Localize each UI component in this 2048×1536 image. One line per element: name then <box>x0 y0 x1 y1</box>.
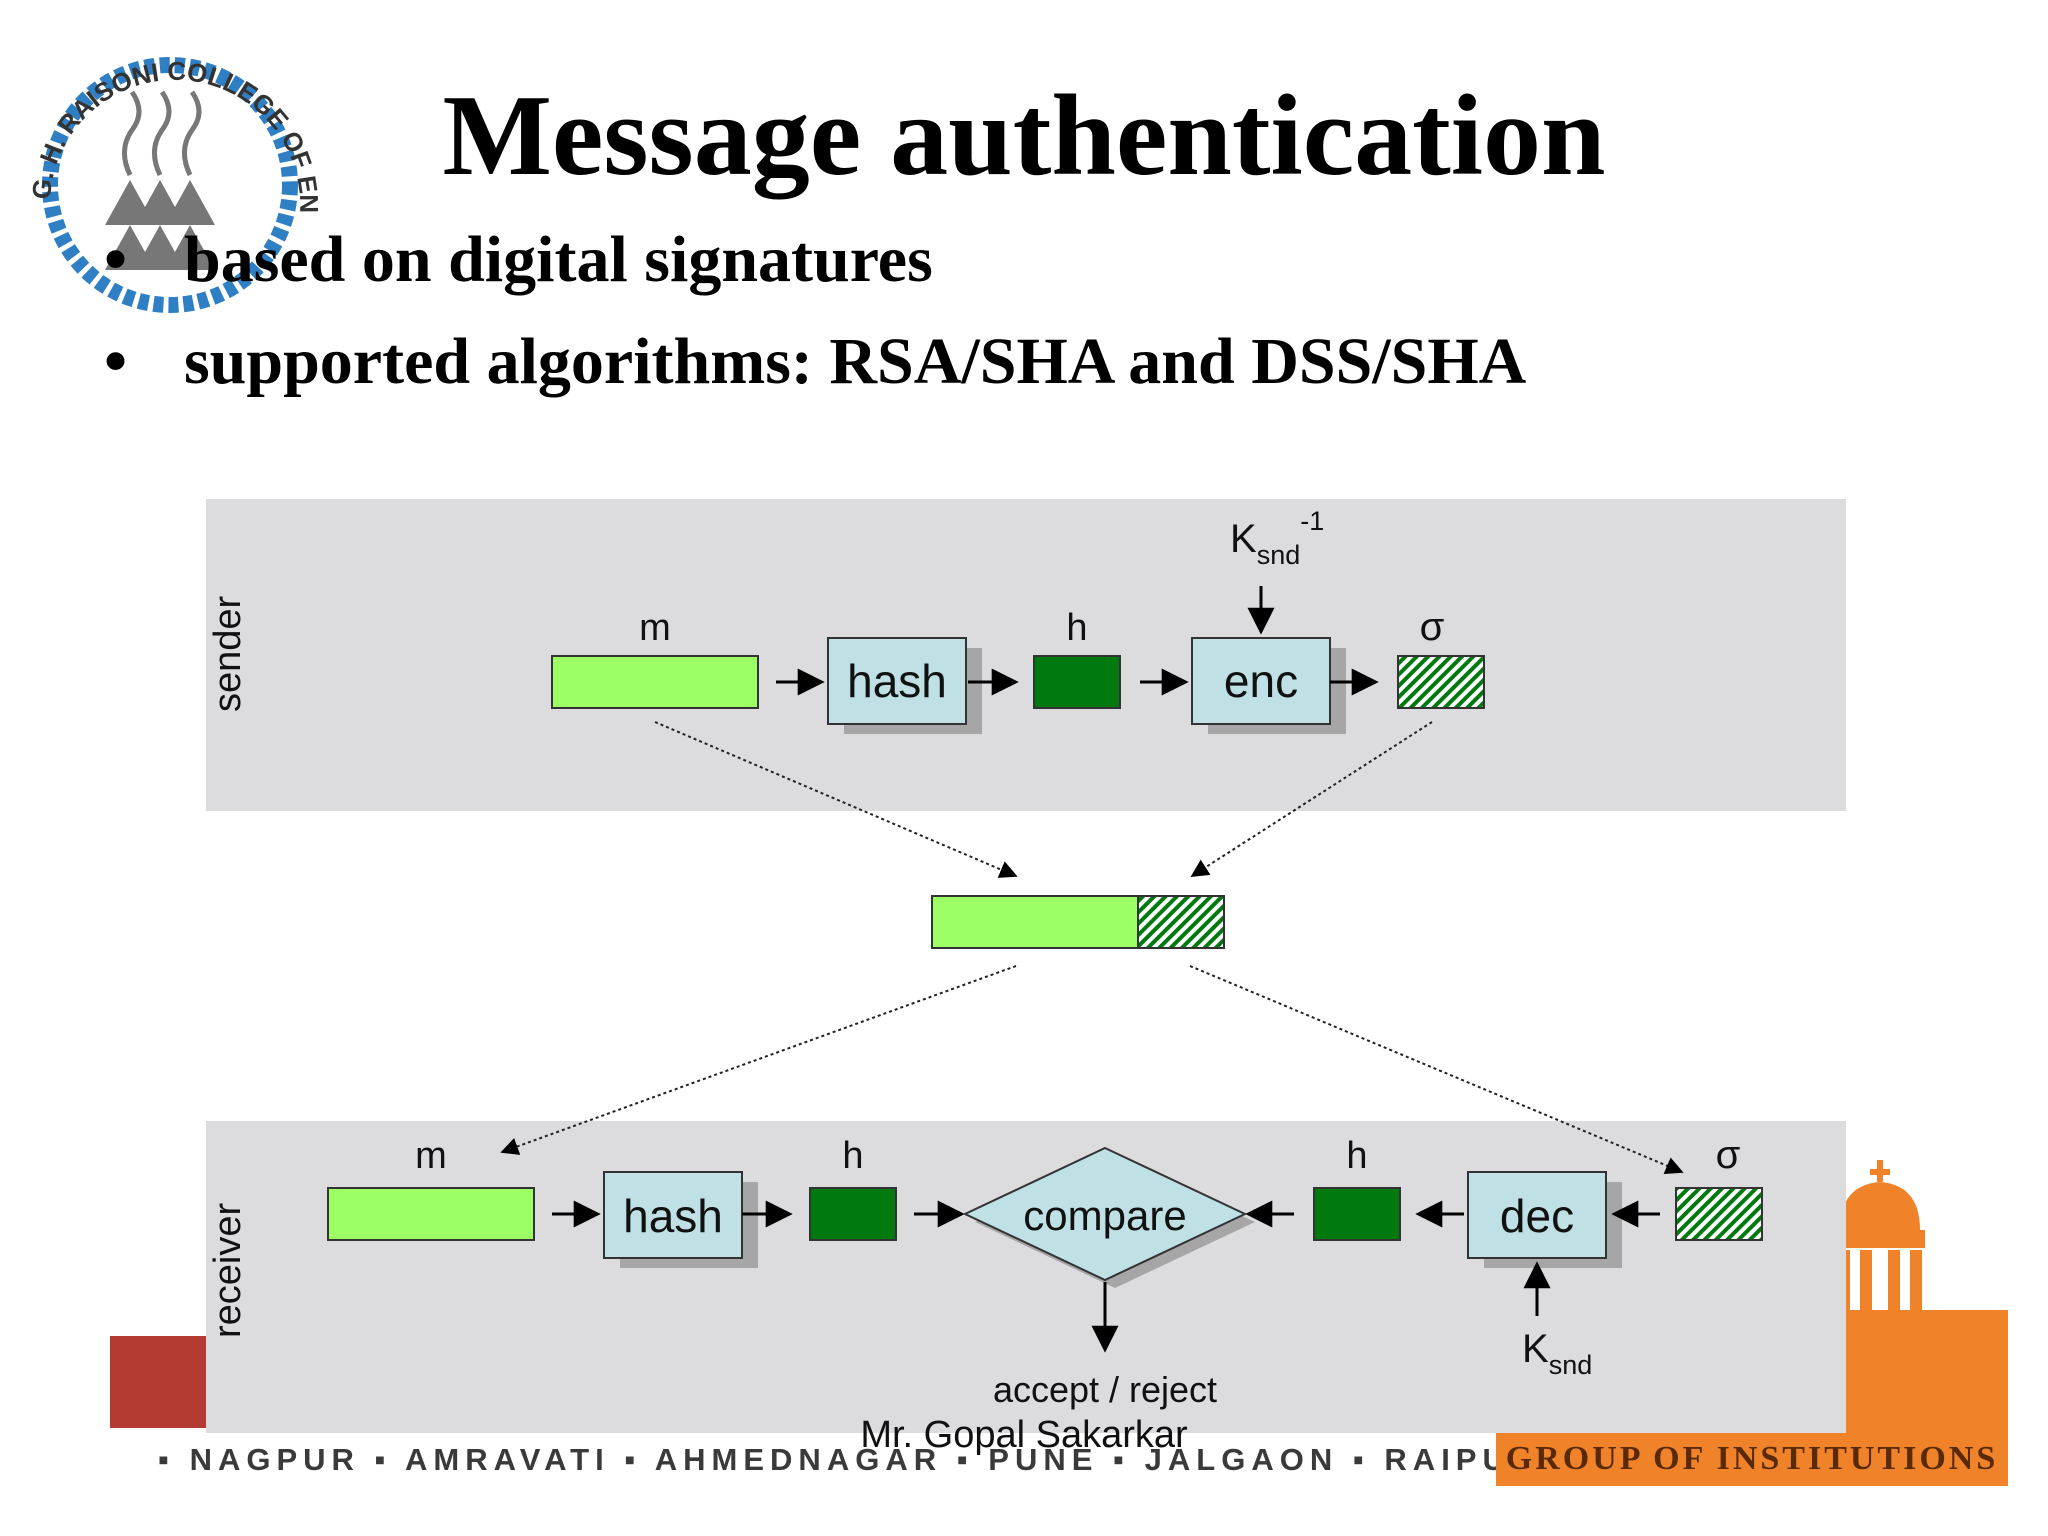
sender-enc-label: enc <box>1224 655 1298 707</box>
receiver-hash-label: hash <box>623 1190 723 1242</box>
receiver-dec-label: dec <box>1500 1190 1574 1242</box>
group-name: GROUP OF INSTITUTIONS <box>1505 1440 1999 1477</box>
author-name: Mr. Gopal Sakarkar <box>860 1414 1188 1456</box>
receive-arrow-signature <box>1189 965 1684 1175</box>
bullet-text: based on digital signatures <box>184 223 933 296</box>
transmitted-signature-block <box>1137 895 1225 949</box>
footer-cities: ▪ NAGPUR ▪ AMRAVATI ▪ AHMEDNAGAR ▪ PUNE … <box>158 1442 1571 1477</box>
sender-key-label: Ksnd-1 <box>1230 506 1324 570</box>
sender-hash-box <box>827 637 967 725</box>
bullet-list: •based on digital signatures •supported … <box>104 220 1526 424</box>
slide-title: Message authentication <box>442 72 1606 200</box>
receiver-signature-label: σ <box>1716 1133 1741 1177</box>
receiver-dec-box <box>1467 1171 1607 1259</box>
receiver-digest-label-left: h <box>842 1135 863 1177</box>
receiver-digest-block-right <box>1313 1187 1401 1241</box>
bullet-item: •based on digital signatures <box>104 223 933 296</box>
sender-hash-label: hash <box>847 655 947 707</box>
receiver-message-block <box>327 1187 535 1241</box>
receiver-hash-box <box>603 1171 743 1259</box>
receive-arrow-message <box>500 965 1017 1155</box>
receiver-lane-label: receiver <box>207 1203 249 1338</box>
sender-signature-block <box>1397 655 1485 709</box>
receiver-message-label: m <box>415 1135 447 1177</box>
compare-diamond <box>962 1146 1248 1282</box>
receiver-digest-block-left <box>809 1187 897 1241</box>
sender-lane-label: sender <box>207 595 249 712</box>
sender-signature-label: σ <box>1420 605 1445 649</box>
bullet-text: supported algorithms: RSA/SHA and DSS/SH… <box>184 325 1527 398</box>
bullet-item: •supported algorithms: RSA/SHA and DSS/S… <box>104 325 1527 398</box>
sender-message-block <box>551 655 759 709</box>
receiver-digest-label-right: h <box>1346 1135 1367 1177</box>
compare-label: compare <box>1023 1192 1186 1239</box>
sender-enc-box <box>1191 637 1331 725</box>
sender-lane <box>206 499 1846 811</box>
sender-digest-block <box>1033 655 1121 709</box>
sender-digest-label: h <box>1066 607 1087 649</box>
receiver-signature-block <box>1675 1187 1763 1241</box>
receiver-key-label: Ksnd <box>1522 1327 1592 1380</box>
result-label: accept / reject <box>993 1369 1217 1410</box>
sender-message-label: m <box>639 607 671 649</box>
transmitted-message-block <box>931 895 1139 949</box>
